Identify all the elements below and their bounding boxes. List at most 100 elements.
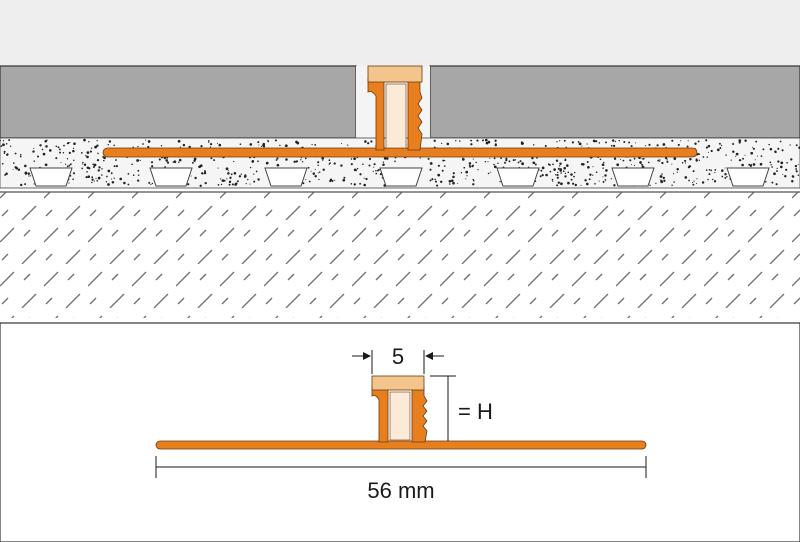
speckle <box>148 181 151 184</box>
speckle <box>368 157 372 161</box>
speckle <box>225 167 229 171</box>
speckle <box>220 178 222 180</box>
speckle <box>0 140 2 142</box>
speckle <box>465 178 467 180</box>
speckle <box>459 140 461 142</box>
speckle <box>655 182 657 185</box>
speckle <box>684 176 688 179</box>
speckle <box>228 180 232 184</box>
speckle <box>691 182 694 184</box>
membrane-ridge <box>29 167 73 187</box>
speckle <box>230 173 233 176</box>
speckle <box>226 178 228 180</box>
speckle <box>595 140 598 143</box>
speckle <box>589 173 592 176</box>
speckle <box>659 159 661 161</box>
speckle <box>573 171 576 174</box>
speckle <box>83 138 86 142</box>
speckle <box>96 140 98 142</box>
speckle <box>710 169 712 172</box>
speckle <box>342 178 346 182</box>
speckle <box>2 140 5 142</box>
speckle <box>452 181 455 185</box>
speckle <box>770 164 772 166</box>
speckle <box>333 162 336 165</box>
speckle <box>441 169 444 172</box>
speckle <box>584 179 587 182</box>
speckle <box>791 175 795 178</box>
speckle <box>204 170 206 173</box>
speckle <box>630 145 633 148</box>
speckle <box>223 179 226 182</box>
speckle <box>764 180 767 183</box>
speckle <box>314 144 317 146</box>
speckle <box>113 177 115 179</box>
wall-background <box>0 0 800 66</box>
speckle <box>253 180 256 183</box>
speckle <box>15 166 19 170</box>
speckle <box>487 161 489 163</box>
speckle <box>111 180 115 184</box>
speckle <box>386 157 389 160</box>
speckle <box>485 138 488 142</box>
speckle <box>137 174 140 176</box>
speckle <box>629 159 632 162</box>
speckle <box>795 144 798 147</box>
speckle <box>619 158 622 161</box>
speckle <box>59 151 61 154</box>
speckle <box>251 160 255 163</box>
speckle <box>127 173 130 175</box>
speckle <box>24 183 27 186</box>
speckle <box>55 157 58 160</box>
speckle <box>594 182 596 185</box>
speckle <box>131 163 133 166</box>
speckle <box>680 140 682 142</box>
speckle <box>497 162 499 165</box>
speckle <box>721 175 724 178</box>
speckle <box>641 158 643 160</box>
speckle <box>586 161 589 163</box>
speckle <box>771 181 774 184</box>
speckle <box>472 183 475 186</box>
speckle <box>210 157 213 160</box>
speckle <box>676 171 678 173</box>
speckle <box>487 140 491 144</box>
speckle <box>687 140 689 142</box>
speckle <box>790 158 793 161</box>
speckle <box>67 142 70 145</box>
speckle <box>321 157 325 160</box>
speckle <box>238 175 242 178</box>
speckle <box>356 167 359 170</box>
speckle <box>780 161 784 165</box>
speckle <box>694 142 697 145</box>
speckle <box>605 141 607 144</box>
speckle <box>220 183 223 186</box>
speckle <box>616 163 620 167</box>
speckle <box>551 178 554 181</box>
speckle <box>42 152 46 156</box>
speckle <box>716 148 720 152</box>
speckle <box>718 142 721 145</box>
speckle <box>33 183 35 185</box>
speckle <box>779 140 782 143</box>
speckle <box>794 164 798 168</box>
speckle <box>548 163 551 166</box>
speckle <box>240 173 242 175</box>
speckle <box>519 160 522 163</box>
speckle <box>296 141 300 145</box>
speckle <box>367 142 370 145</box>
speckle <box>5 172 8 175</box>
speckle <box>229 176 232 179</box>
speckle <box>708 168 711 171</box>
speckle <box>24 171 28 175</box>
speckle <box>775 183 778 186</box>
speckle <box>239 143 242 146</box>
speckle <box>236 180 239 183</box>
speckle <box>147 145 150 149</box>
speckle <box>98 166 101 169</box>
speckle <box>69 142 71 144</box>
speckle <box>738 139 742 142</box>
speckle <box>73 159 75 162</box>
speckle <box>563 166 566 170</box>
